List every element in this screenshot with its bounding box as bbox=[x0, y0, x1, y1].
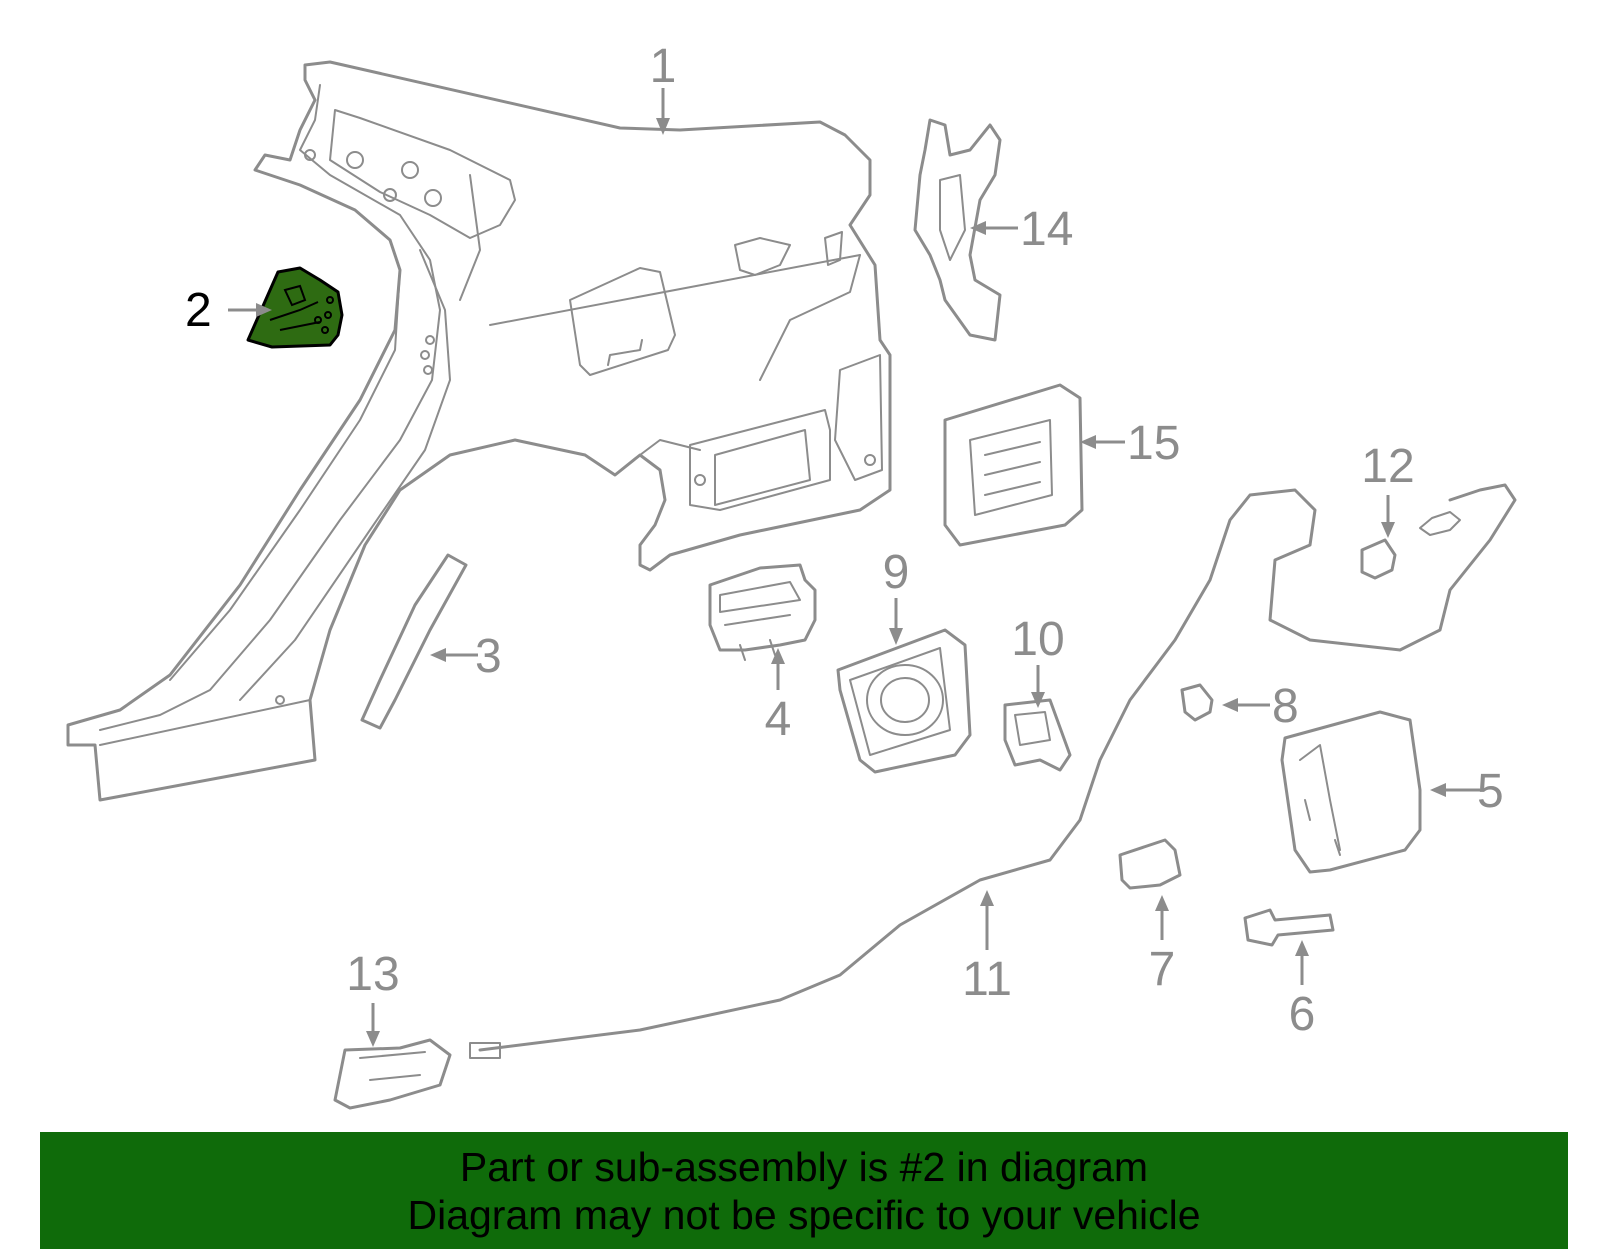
label-part-7: 7 bbox=[1149, 943, 1176, 996]
part-8-grommet bbox=[1180, 683, 1214, 722]
label-part-12: 12 bbox=[1361, 440, 1414, 493]
part-14-bracket bbox=[913, 118, 1002, 342]
label-part-5: 5 bbox=[1477, 765, 1504, 818]
label-part-6: 6 bbox=[1289, 988, 1316, 1041]
label-part-9: 9 bbox=[883, 546, 910, 599]
label-part-2: 2 bbox=[185, 284, 212, 337]
part-7-clip bbox=[1118, 838, 1182, 890]
label-part-11: 11 bbox=[962, 953, 1012, 1006]
notice-banner: Part or sub-assembly is #2 in diagram Di… bbox=[40, 1132, 1568, 1249]
part-4-housing-bracket bbox=[708, 563, 817, 661]
part-5-fuel-door bbox=[1280, 710, 1422, 874]
part-3-molding-strip bbox=[360, 553, 468, 730]
banner-line-part-info: Part or sub-assembly is #2 in diagram bbox=[459, 1143, 1149, 1190]
label-part-1: 1 bbox=[650, 40, 677, 93]
label-part-13: 13 bbox=[346, 948, 399, 1001]
part-9-filler-housing bbox=[836, 628, 972, 774]
part-10-hinge bbox=[1003, 698, 1072, 772]
label-part-8: 8 bbox=[1272, 680, 1299, 733]
part-6-bolt bbox=[1243, 908, 1335, 947]
banner-line-disclaimer: Diagram may not be specific to your vehi… bbox=[407, 1191, 1201, 1238]
label-part-15: 15 bbox=[1127, 417, 1180, 470]
part-2-highlighted-bracket[interactable] bbox=[246, 266, 344, 349]
part-15-housing-frame bbox=[943, 383, 1084, 547]
label-part-4: 4 bbox=[765, 693, 792, 746]
part-1-quarter-panel bbox=[66, 60, 892, 802]
part-12-actuator-plug bbox=[1360, 511, 1461, 580]
callout-labels: 1 2 3 4 5 6 7 8 9 10 11 12 13 14 15 bbox=[185, 40, 1504, 1041]
label-part-14: 14 bbox=[1020, 203, 1073, 256]
label-part-10: 10 bbox=[1011, 613, 1064, 666]
part-13-release-lever bbox=[333, 1038, 452, 1110]
leader-arrows bbox=[228, 88, 1480, 1047]
part-11-release-cable bbox=[469, 483, 1517, 1059]
label-part-3: 3 bbox=[475, 630, 502, 683]
